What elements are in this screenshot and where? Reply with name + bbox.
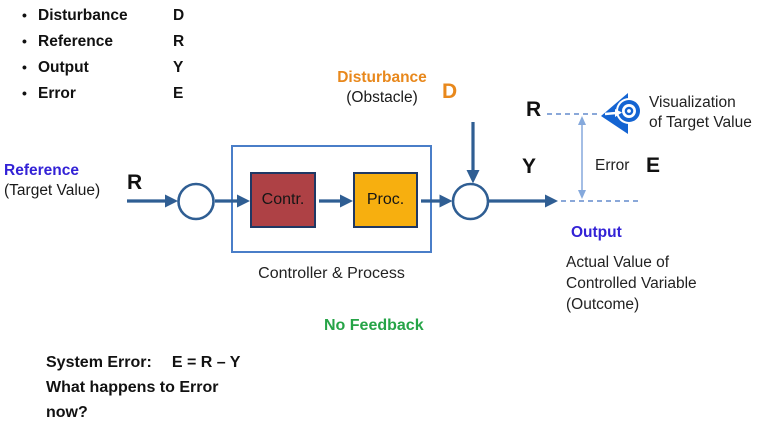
eye-ring2 [622,104,636,118]
error-measure-arrow [578,116,586,199]
legend-label: Error [38,85,76,102]
output-title: Output [571,224,622,241]
controller-block: Contr. [250,172,316,228]
process-block-label: Proc. [366,191,405,208]
question-line2: now? [46,404,88,421]
target-symbol: R [526,98,542,121]
eye-ring [618,100,640,122]
reference-label: Reference (Target Value) [4,161,100,201]
disturbance-label: Disturbance (Obstacle) [326,68,438,108]
disturbance-subtitle: (Obstacle) [346,89,418,106]
visualization-caption: Visualization of Target Value [649,93,752,133]
bullet-icon: • [22,59,27,75]
error-label: Error [595,157,630,174]
group-caption: Controller & Process [258,265,405,282]
eye-ring-outer-gap [616,98,642,124]
visualization-caption-line2: of Target Value [649,114,752,131]
bullet-icon: • [22,85,27,101]
system-error-label: System Error: [46,354,152,371]
eye-cone [601,93,628,134]
system-error-formula: E = R – Y [171,354,241,371]
disturbance-symbol: D [442,80,458,103]
visualization-caption-line1: Visualization [649,94,736,111]
legend-item-disturbance: • Disturbance D [22,7,232,33]
output-description-line3: (Outcome) [566,296,640,313]
legend-label: Disturbance [38,7,128,24]
eye-pupil [627,109,631,113]
legend-item-reference: • Reference R [22,33,232,59]
output-description-line2: Controlled Variable [566,275,697,292]
arrowhead-down [578,190,586,199]
system-error-line: System Error: E = R – Y [46,350,240,375]
controller-block-label: Contr. [261,191,305,208]
arrowhead [545,194,558,208]
reference-symbol: R [127,171,143,194]
disturbance-title: Disturbance [337,69,427,86]
legend-item-error: • Error E [22,85,232,111]
bullet-icon: • [22,7,27,23]
eye-arrow-head [615,109,622,117]
bullet-icon: • [22,33,27,49]
legend-symbol: Y [173,59,184,76]
legend-symbol: D [173,7,185,24]
legend-symbol: E [173,85,184,102]
summing-junction-1 [177,182,215,221]
legend-label: Reference [38,33,113,50]
system-error-question: System Error: E = R – Y What happens to E… [46,350,240,425]
arrowhead [165,194,178,208]
output-symbol: Y [522,155,537,178]
reference-subtitle: (Target Value) [4,182,101,199]
reference-title: Reference [4,162,79,179]
error-symbol: E [646,154,661,177]
process-block: Proc. [353,172,418,228]
legend-item-output: • Output Y [22,59,232,85]
eye-iris [624,106,634,116]
arrowhead [466,170,480,184]
output-description: Actual Value of Controlled Variable (Out… [566,252,697,315]
eye-arrow-shaft [604,111,617,116]
legend-list: • Disturbance D • Reference R • Output Y… [22,7,232,111]
arrowhead-up [578,116,586,125]
summing-junction-2 [451,182,490,221]
no-feedback-note: No Feedback [324,317,424,334]
legend-label: Output [38,59,89,76]
visualization-eye-icon [601,93,642,134]
question-line1: What happens to Error [46,379,219,396]
output-description-line1: Actual Value of [566,254,670,271]
arrowhead [439,194,453,208]
legend-symbol: R [173,33,185,50]
